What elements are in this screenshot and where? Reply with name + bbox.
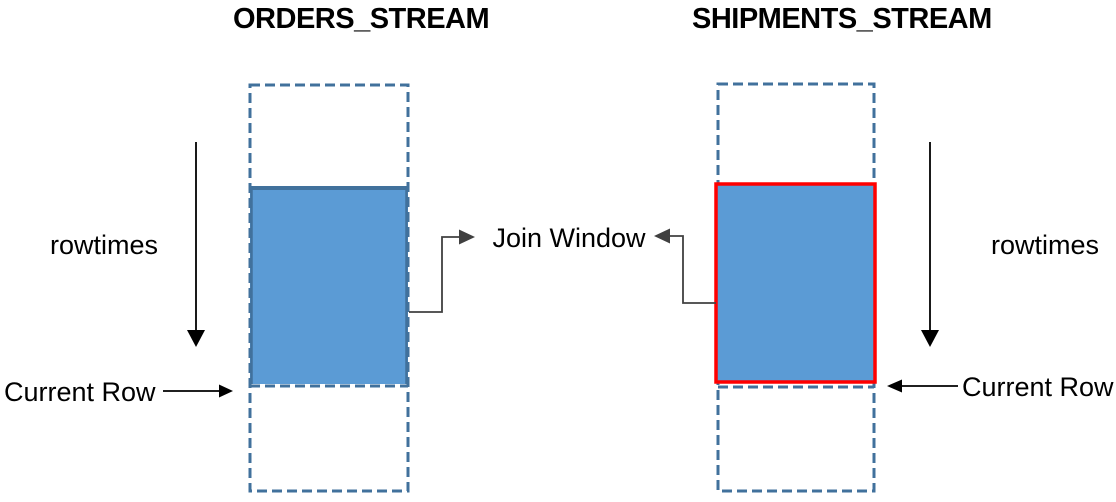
orders-join-window-box xyxy=(249,186,409,384)
rowtimes-label-right: rowtimes xyxy=(990,230,1099,260)
shipments-join-window-box xyxy=(714,182,877,384)
left-arrowhead-icon xyxy=(654,228,670,244)
orders-stream-title: ORDERS_STREAM xyxy=(233,3,490,35)
shipments-stream-title: SHIPMENTS_STREAM xyxy=(692,3,992,35)
join-window-connector-right xyxy=(654,228,716,304)
rowtimes-arrow-right xyxy=(921,142,939,347)
join-window-label: Join Window xyxy=(492,223,646,253)
current-row-label-right: Current Row xyxy=(962,372,1114,402)
current-row-label-left: Current Row xyxy=(4,377,156,407)
join-window-connector-left xyxy=(409,229,475,313)
right-arrowhead-icon xyxy=(219,384,233,398)
current-row-arrow-left xyxy=(163,384,233,398)
left-arrowhead-icon xyxy=(887,379,902,393)
orders-stream-outline xyxy=(248,83,410,493)
rowtimes-label-left: rowtimes xyxy=(49,230,158,260)
down-arrowhead-icon xyxy=(187,330,205,347)
down-arrowhead-icon xyxy=(921,330,939,347)
rowtimes-arrow-left xyxy=(187,142,205,347)
right-arrowhead-icon xyxy=(459,229,475,245)
current-row-arrow-right xyxy=(887,379,958,393)
